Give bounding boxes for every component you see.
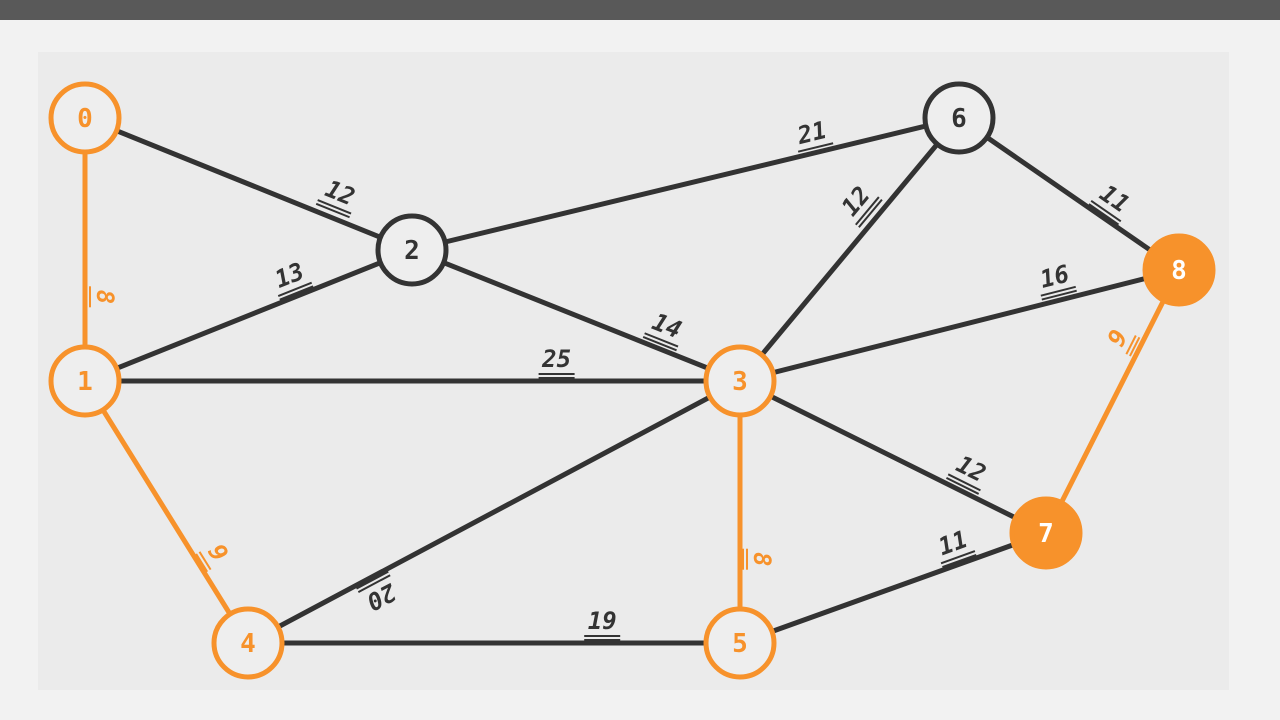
- edge-weight-7-8: 9: [1102, 325, 1141, 357]
- edge-weight-text: 14: [648, 308, 685, 345]
- node-circle[interactable]: [703, 344, 777, 418]
- weight-underline: [1125, 335, 1137, 355]
- weight-underline: [1088, 203, 1120, 226]
- weight-underline: [279, 285, 314, 301]
- weight-underline: [797, 142, 834, 153]
- edge-3-6[interactable]: [737, 115, 962, 384]
- weight-underline: [195, 553, 209, 573]
- weight-underline: [1041, 289, 1077, 301]
- top-bar: [0, 0, 1280, 20]
- weight-underline: [947, 473, 981, 492]
- edge-weight-text: 8: [748, 552, 776, 566]
- node-circle[interactable]: [1142, 233, 1216, 307]
- edge-weight-text: 13: [271, 257, 308, 294]
- node-label: 6: [951, 104, 967, 134]
- weight-underline: [642, 336, 677, 352]
- node-circle[interactable]: [922, 81, 996, 155]
- edge-weight-3-5: 8: [742, 548, 776, 570]
- edge-0-2[interactable]: [82, 115, 415, 253]
- edge-3-8[interactable]: [737, 267, 1182, 384]
- edge-4-3[interactable]: [245, 378, 743, 646]
- edge-weight-2-6: 21: [794, 116, 835, 157]
- weight-underline: [1129, 336, 1141, 357]
- node-2[interactable]: 2: [375, 213, 449, 287]
- edge-3-7[interactable]: [737, 378, 1049, 536]
- edge-7-8[interactable]: [1043, 267, 1182, 536]
- edge-weight-text: 12: [952, 450, 990, 488]
- edge-1-2[interactable]: [82, 247, 415, 384]
- edge-weight-text: 19: [588, 607, 617, 635]
- node-label: 0: [77, 104, 93, 134]
- edge-weight-text: 16: [1037, 260, 1072, 294]
- weight-underline: [1090, 200, 1122, 223]
- weight-underline: [357, 574, 391, 593]
- node-circle[interactable]: [48, 81, 122, 155]
- weight-underline: [945, 477, 980, 495]
- node-0[interactable]: 0: [48, 81, 122, 155]
- edge-weight-1-3: 25: [538, 345, 575, 379]
- edge-weight-0-2: 12: [315, 175, 359, 219]
- edge-2-3[interactable]: [409, 247, 743, 384]
- edge-weight-4-5: 19: [584, 607, 621, 641]
- node-4[interactable]: 4: [211, 606, 285, 680]
- node-label: 8: [1171, 256, 1187, 286]
- node-label: 5: [732, 629, 748, 659]
- node-6[interactable]: 6: [922, 81, 996, 155]
- weight-underline: [942, 553, 977, 569]
- weight-underline: [940, 550, 976, 565]
- node-label: 3: [732, 367, 748, 397]
- weight-underline: [798, 146, 835, 157]
- weight-underline: [644, 332, 679, 348]
- weight-underline: [356, 570, 389, 590]
- edge-1-4[interactable]: [82, 378, 251, 646]
- edges-layer: [82, 115, 1182, 646]
- graph-canvas-background: [38, 52, 1229, 690]
- node-circle[interactable]: [211, 606, 285, 680]
- node-label: 4: [240, 629, 256, 659]
- edge-weight-text: 21: [794, 116, 830, 150]
- weight-underline: [317, 199, 352, 215]
- edge-2-6[interactable]: [409, 115, 962, 253]
- weight-underline: [198, 551, 212, 571]
- edge-weight-text: 12: [321, 175, 358, 212]
- node-8[interactable]: 8: [1142, 233, 1216, 307]
- weight-underline: [277, 281, 313, 297]
- node-label: 7: [1038, 519, 1054, 549]
- node-3[interactable]: 3: [703, 344, 777, 418]
- weight-underline: [315, 202, 350, 219]
- node-circle[interactable]: [48, 344, 122, 418]
- node-7[interactable]: 7: [1009, 496, 1083, 570]
- edge-weight-4-3: 20: [356, 570, 402, 616]
- weight-underline: [1040, 285, 1076, 297]
- weight-underline: [855, 196, 880, 226]
- edge-weight-text: 11: [935, 525, 972, 561]
- edge-6-8[interactable]: [956, 115, 1182, 273]
- node-label: 2: [404, 236, 420, 266]
- node-1[interactable]: 1: [48, 344, 122, 418]
- node-5[interactable]: 5: [703, 606, 777, 680]
- edge-weight-text: 8: [91, 290, 119, 304]
- edge-weight-0-1: 8: [85, 286, 119, 308]
- edge-5-7[interactable]: [737, 530, 1049, 646]
- node-circle[interactable]: [1009, 496, 1083, 570]
- edge-weight-text: 25: [541, 345, 571, 373]
- edge-weight-text: 9: [1102, 325, 1134, 351]
- node-label: 1: [77, 367, 93, 397]
- node-circle[interactable]: [375, 213, 449, 287]
- edge-weight-6-8: 11: [1088, 179, 1134, 226]
- weight-underline: [858, 198, 883, 228]
- node-circle[interactable]: [703, 606, 777, 680]
- edge-weight-3-8: 16: [1037, 260, 1077, 301]
